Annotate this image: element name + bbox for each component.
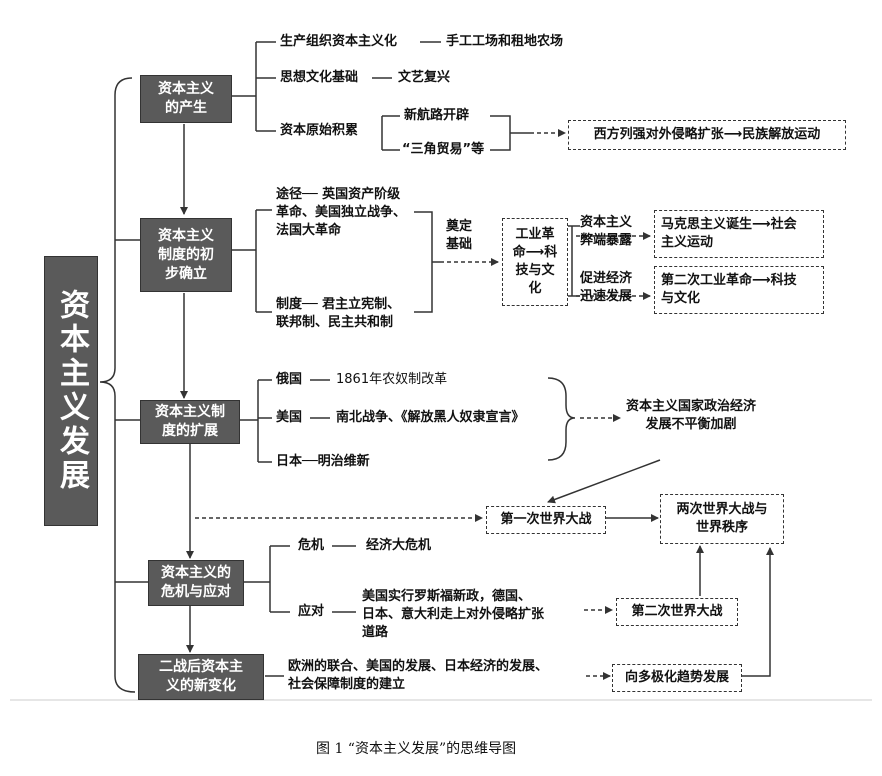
b4-ww2-text: 第二次世界大战	[631, 604, 723, 619]
node-crisis: 资本主义的 危机与应对	[148, 560, 244, 606]
node-crisis-text: 资本主义的 危机与应对	[161, 565, 231, 600]
b1-expansion-box: 西方列强对外侵略扩张⟶民族解放运动	[568, 120, 846, 150]
b2-foundation: 奠定 基础	[446, 219, 473, 252]
main-title-text: 资本主义发展	[54, 289, 89, 493]
node-origin: 资本主义 的产生	[140, 75, 232, 123]
b3-usa-value: 南北战争、《解放黑人奴隶宣言》	[336, 410, 525, 425]
b1-triangle-trade: “三角贸易”等	[402, 142, 485, 157]
b3-russia: 俄国	[276, 372, 303, 387]
b2-drawbacks: 资本主义 弊端暴露	[580, 215, 633, 248]
b2-second-industrial-box: 第二次工业革命⟶科技 与文化	[654, 266, 824, 314]
b5-multipolar-box: 向多极化趋势发展	[612, 664, 742, 692]
b2-system: 制度── 君主立宪制、 联邦制、民主共和制	[276, 297, 401, 330]
b2-path: 途径── 英国资产阶级 革命、美国独立战争、 法国大革命	[276, 187, 407, 238]
main-title: 资本主义发展	[44, 256, 98, 526]
b3-imbalance: 资本主义国家政治经济 发展不平衡加剧	[626, 399, 757, 432]
node-postwar-text: 二战后资本主 义的新变化	[159, 659, 243, 694]
node-expand-text: 资本主义制 度的扩展	[155, 404, 225, 439]
b4-world-order-text: 两次世界大战与 世界秩序	[676, 502, 768, 535]
figure-caption: 图 1 “资本主义发展”的思维导图	[316, 741, 517, 757]
b4-ww2-box: 第二次世界大战	[616, 598, 738, 626]
b4-ww1-text: 第一次世界大战	[500, 512, 592, 527]
b1-production-value: 手工工场和租地农场	[446, 34, 564, 49]
b2-industrial-box: 工业革 命⟶科 技与文 化	[502, 218, 568, 306]
node-origin-text: 资本主义 的产生	[158, 81, 214, 116]
b4-ww1-box: 第一次世界大战	[486, 506, 606, 534]
b2-marxism-text: 马克思主义诞生⟶社会 主义运动	[661, 217, 797, 250]
b2-second-industrial-text: 第二次工业革命⟶科技 与文化	[661, 273, 797, 306]
b4-crisis: 危机	[298, 538, 325, 553]
b3-usa: 美国	[276, 410, 303, 425]
b5-changes: 欧洲的联合、美国的发展、日本经济的发展、 社会保障制度的建立	[288, 659, 549, 692]
b2-marxism-box: 马克思主义诞生⟶社会 主义运动	[654, 210, 824, 258]
node-expand: 资本主义制 度的扩展	[140, 400, 240, 444]
b4-response-value: 美国实行罗斯福新政，德国、 日本、意大利走上对外侵略扩张 道路	[362, 589, 545, 640]
b5-multipolar-text: 向多极化趋势发展	[624, 670, 729, 685]
b4-response: 应对	[298, 604, 325, 619]
b1-expansion-text: 西方列强对外侵略扩张⟶民族解放运动	[593, 127, 821, 142]
b2-economy: 促进经济 迅速发展	[580, 271, 633, 304]
b3-russia-value: 1861年农奴制改革	[336, 372, 448, 387]
node-establish-text: 资本主义 制度的初 步确立	[158, 227, 214, 282]
b1-production: 生产组织资本主义化	[280, 34, 398, 49]
b4-crisis-value: 经济大危机	[366, 538, 432, 553]
b1-culture-value: 文艺复兴	[398, 70, 451, 85]
b4-world-order-box: 两次世界大战与 世界秩序	[660, 494, 784, 544]
b2-industrial-text: 工业革 命⟶科 技与文 化	[512, 227, 558, 296]
b3-japan: 日本──明治维新	[276, 454, 370, 469]
node-establish: 资本主义 制度的初 步确立	[140, 218, 232, 292]
node-postwar: 二战后资本主 义的新变化	[138, 654, 264, 700]
b1-new-route: 新航路开辟	[404, 108, 470, 123]
b1-accumulation: 资本原始积累	[280, 123, 359, 138]
b1-culture: 思想文化基础	[280, 70, 359, 85]
